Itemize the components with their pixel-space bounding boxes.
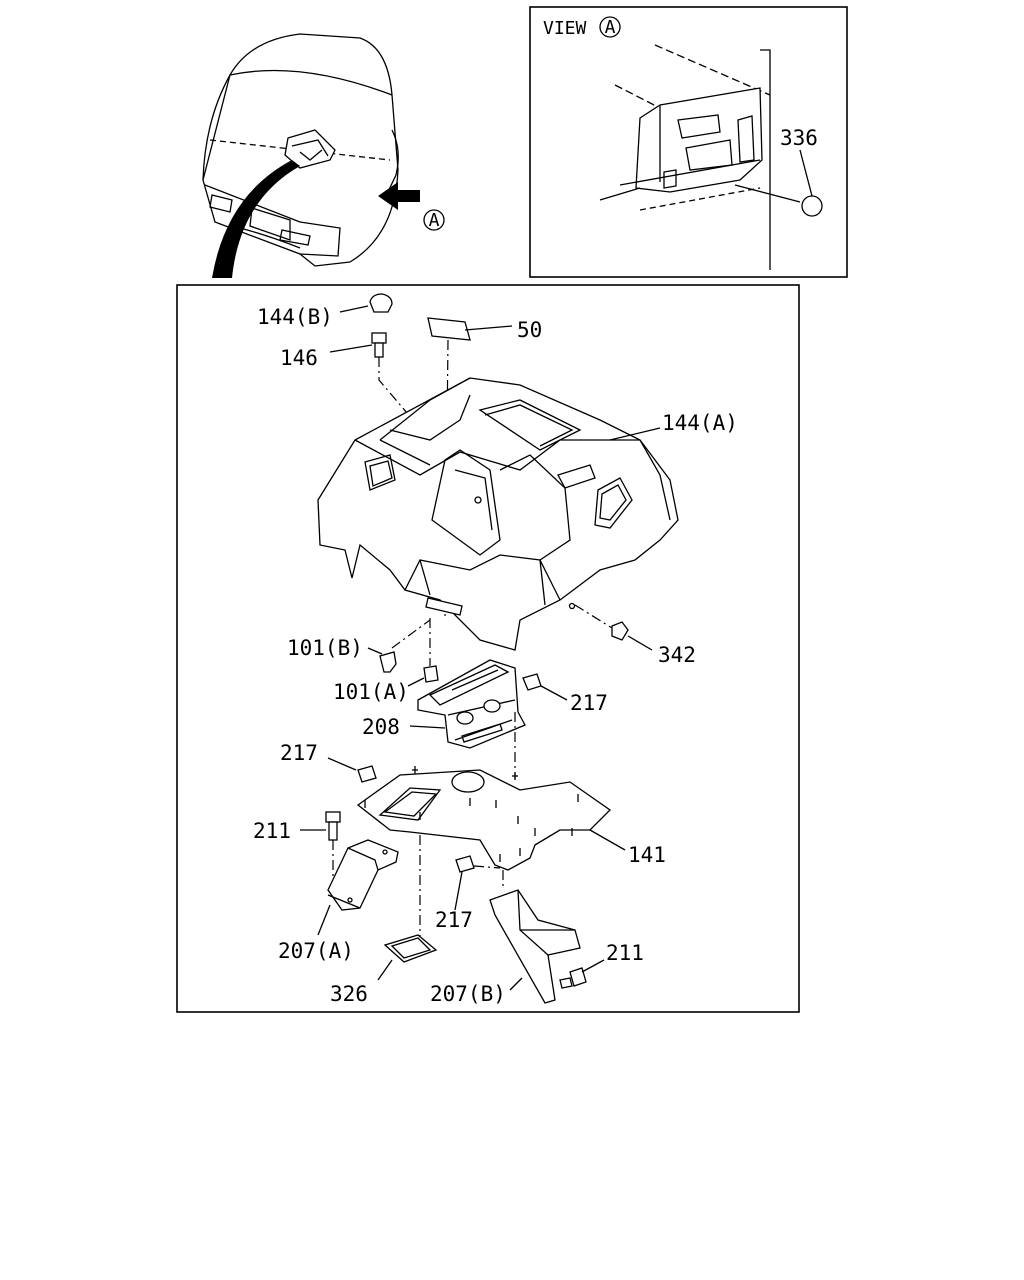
part-plate-141 — [356, 766, 626, 871]
main-view-frame — [176, 284, 800, 1013]
callout-326: 326 — [330, 982, 368, 1006]
view-arrow-label: A — [429, 210, 440, 231]
part-gasket-326 — [377, 835, 438, 981]
callout-336: 336 — [780, 126, 818, 150]
part-bolt-211-right — [559, 959, 605, 989]
callout-144a: 144(A) — [662, 411, 738, 435]
part-clip-101b — [367, 619, 431, 673]
callout-141: 141 — [628, 843, 666, 867]
part-nut-217-left — [327, 757, 377, 783]
callout-144b: 144(B) — [257, 305, 333, 329]
callout-208: 208 — [362, 715, 400, 739]
part-clip-342 — [574, 604, 653, 651]
view-title: VIEW — [543, 18, 587, 39]
view-a-inset: VIEW A 336 — [529, 6, 848, 278]
callout-146: 146 — [280, 346, 318, 370]
callout-50: 50 — [517, 318, 542, 342]
part-nut-217-mid — [454, 855, 501, 911]
part-bracket-207b — [489, 870, 581, 1004]
view-title-circle: A — [605, 17, 616, 38]
callout-217-top: 217 — [570, 691, 608, 715]
callout-101b: 101(B) — [287, 636, 363, 660]
callout-101a: 101(A) — [333, 680, 409, 704]
part-bracket-207a — [317, 839, 399, 936]
callout-342: 342 — [658, 643, 696, 667]
callout-207a: 207(A) — [278, 939, 354, 963]
callout-207b: 207(B) — [430, 982, 506, 1006]
part-console-144a — [317, 377, 679, 651]
callout-211-left: 211 — [253, 819, 291, 843]
part-cap-144b — [339, 293, 393, 313]
truck-cab-overview: A — [202, 33, 445, 278]
callout-217-left: 217 — [280, 741, 318, 765]
callout-labels: 144(B) 146 50 144(A) 101(B) 101(A) 342 2… — [253, 305, 738, 1006]
part-nut-217-top — [522, 673, 568, 701]
part-bracket-208 — [409, 659, 526, 780]
callout-211-right: 211 — [606, 941, 644, 965]
part-nut-101a — [407, 618, 439, 687]
callout-217-mid: 217 — [435, 908, 473, 932]
